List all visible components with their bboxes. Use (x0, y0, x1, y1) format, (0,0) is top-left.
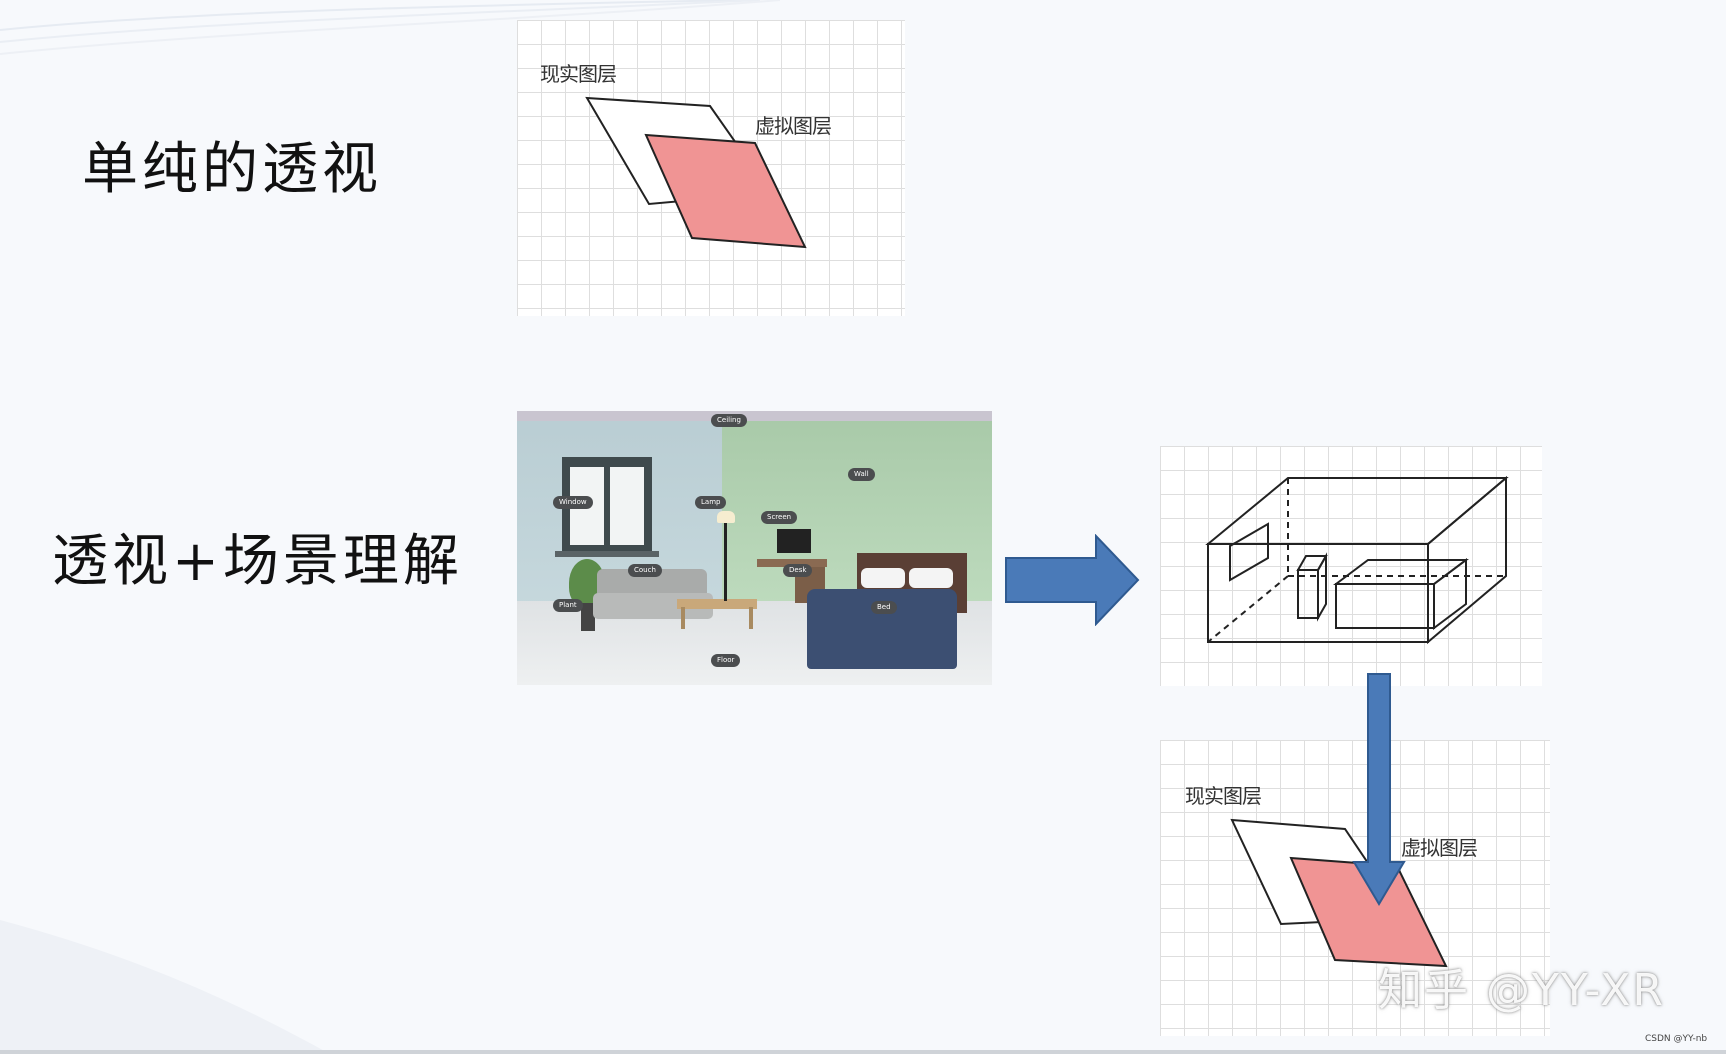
floor-lamp (724, 521, 727, 601)
down-arrow-icon (1352, 673, 1406, 906)
room-wireframe (1205, 475, 1509, 645)
tag-lamp: Lamp (695, 496, 727, 509)
virtual-layer-label: 虚拟图层 (755, 114, 832, 138)
monitor (777, 529, 811, 553)
tag-screen: Screen (761, 511, 798, 524)
real-layer-label-bottom: 现实图层 (1185, 784, 1262, 808)
virtual-layer-label-bottom: 虚拟图层 (1401, 836, 1478, 860)
right-arrow-icon (1005, 534, 1140, 626)
heading-simple-perspective: 单纯的透视 (82, 137, 382, 202)
lamp-shade (717, 511, 735, 523)
simple-perspective-diagram: 现实图层 虚拟图层 (517, 20, 905, 316)
window-sill (555, 551, 659, 557)
tag-couch: Couch (628, 564, 662, 577)
heading-perspective-scene-understanding: 透视+场景理解 (52, 529, 463, 594)
watermark: 知乎 @YY-XR (1378, 965, 1665, 1016)
tag-ceiling: Ceiling (711, 414, 747, 427)
tag-window: Window (553, 496, 593, 509)
real-layer-label: 现实图层 (540, 62, 617, 86)
bottom-divider (0, 1050, 1726, 1054)
scene-geometry-diagram (1160, 446, 1542, 686)
virtual-layer-shape (644, 133, 807, 249)
desk (757, 559, 827, 567)
plant-pot (581, 603, 595, 631)
tag-wall: Wall (848, 468, 875, 481)
scene-aware-perspective-diagram: 现实图层 虚拟图层 (1160, 740, 1550, 1036)
tag-plant: Plant (553, 599, 583, 612)
tag-floor: Floor (711, 654, 741, 667)
tag-bed: Bed (871, 601, 897, 614)
room-scene-image: Ceiling Wall Window Lamp Screen Couch De… (517, 411, 992, 685)
footer-credit: CSDN @YY-nb (1645, 1034, 1708, 1044)
layer-shapes (585, 96, 807, 249)
coffee-table (677, 599, 757, 609)
ceiling (517, 411, 992, 421)
tag-desk: Desk (783, 564, 813, 577)
